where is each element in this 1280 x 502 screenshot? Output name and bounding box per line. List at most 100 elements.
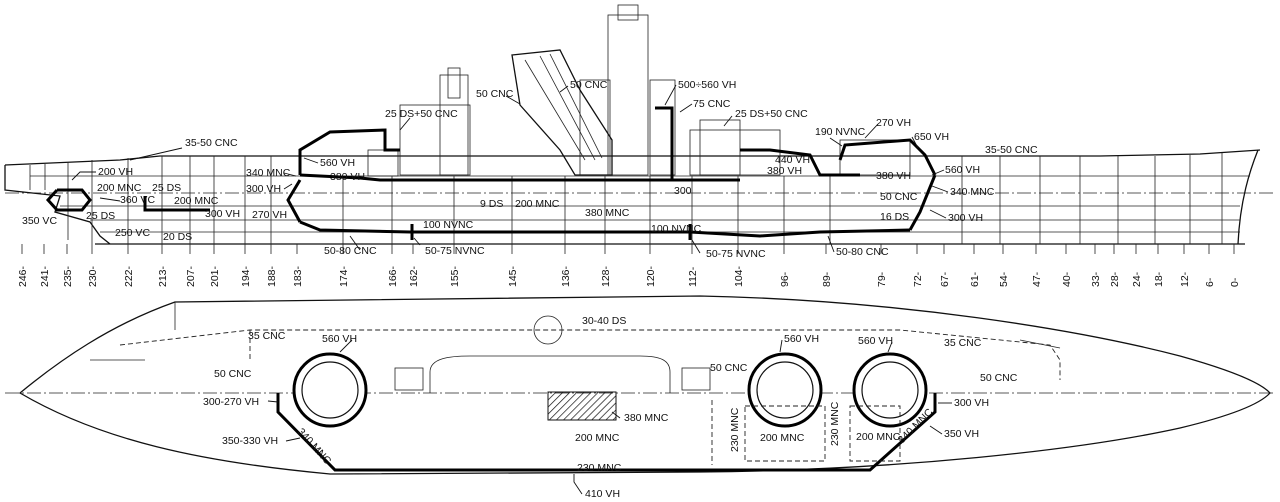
frame-number: 96-: [779, 271, 791, 287]
label-560-vh-2: 560 VH: [945, 164, 980, 176]
frame-number: 201-: [209, 265, 221, 287]
label-9-ds: 9 DS: [480, 198, 503, 210]
label-270-vh-2: 270 VH: [876, 117, 911, 129]
plan-compartment-a: [744, 405, 826, 462]
profile-view: 246-241-235-230-222-213-207-201-194-188-…: [4, 4, 1275, 287]
label-100-nvnc-2: 100 NVNC: [651, 223, 702, 235]
frame-number: 145-: [507, 265, 519, 287]
frame-number: 54-: [998, 271, 1010, 287]
frame-number: 120-: [645, 265, 657, 287]
frame-number: 207-: [185, 265, 197, 287]
label-340-mnc-p1: 340 MNC: [295, 426, 334, 467]
label-35-50-cnc-aft: 35-50 CNC: [185, 137, 238, 149]
label-300-vh: 300 VH: [205, 208, 240, 220]
frame-number: 222-: [123, 265, 135, 287]
plan-view: 30-40 DS 35 CNC 560 VH 560 VH 560 VH 35 …: [5, 295, 1275, 500]
label-300-vh-p: 300 VH: [954, 397, 989, 409]
label-35-cnc-2: 35 CNC: [944, 337, 982, 349]
profile-leaders: [71, 84, 949, 254]
funnel: [511, 49, 613, 176]
label-500-560-vh: 500÷560 VH: [678, 79, 736, 91]
frame-number: 18-: [1153, 271, 1165, 287]
label-25-ds-2: 25 DS: [86, 210, 115, 222]
label-50-80-cnc: 50-80 CNC: [324, 245, 377, 257]
label-200-mnc-3: 200 MNC: [515, 198, 560, 210]
frame-number: 166-: [387, 265, 399, 287]
label-20-ds: 20 DS: [163, 231, 192, 243]
frame-number: 183-: [292, 265, 304, 287]
plan-superstructure: [429, 355, 671, 393]
label-200-mnc-p2: 200 MNC: [760, 432, 805, 444]
plan-compartment-b: [849, 405, 901, 462]
label-25-ds-50-cnc: 25 DS+50 CNC: [385, 108, 458, 120]
frame-number: 241-: [39, 265, 51, 287]
frame-number: 72-: [912, 271, 924, 287]
label-340-mnc-2: 340 MNC: [950, 186, 995, 198]
label-50-cnc-p3: 50 CNC: [980, 372, 1018, 384]
label-35-cnc: 35 CNC: [248, 330, 286, 342]
frame-number-scale: 246-241-235-230-222-213-207-201-194-188-…: [17, 244, 1241, 287]
label-50-80-cnc-2: 50-80 CNC: [836, 246, 889, 258]
plan-leaders: [267, 339, 952, 495]
frame-number: 230-: [87, 265, 99, 287]
frame-number: 104-: [733, 265, 745, 287]
label-560-vh-p2: 560 VH: [784, 333, 819, 345]
label-650-vh: 650 VH: [914, 131, 949, 143]
label-200-mnc-p1: 200 MNC: [575, 432, 620, 444]
frame-number: 194-: [240, 265, 252, 287]
label-50-cnc-2: 50 CNC: [570, 79, 608, 91]
label-560-vh-p3: 560 VH: [858, 335, 893, 347]
label-25-ds-50-cnc-2: 25 DS+50 CNC: [735, 108, 808, 120]
label-230-mnc-p3: 230 MNC: [577, 462, 622, 474]
frame-number: 188-: [266, 265, 278, 287]
stern-outline: [4, 165, 111, 245]
frame-number: 162-: [408, 265, 420, 287]
label-380-vh-3: 380 VH: [876, 170, 911, 182]
label-560-vh-p1: 560 VH: [322, 333, 357, 345]
frame-number: 112-: [687, 266, 699, 287]
turret-fwd-2: [852, 352, 928, 428]
label-200-mnc-p3: 200 MNC: [856, 431, 901, 443]
label-200-mnc: 200 MNC: [97, 182, 142, 194]
turret-aft: [292, 352, 368, 428]
frame-number: 67-: [939, 271, 951, 287]
label-300: 300: [674, 185, 692, 197]
label-380-vh-2: 380 VH: [767, 165, 802, 177]
label-270-vh: 270 VH: [252, 209, 287, 221]
label-250-vc: 250 VC: [115, 227, 150, 239]
label-200-vh: 200 VH: [98, 166, 133, 178]
frame-number: 174-: [338, 265, 350, 287]
label-200-mnc-2: 200 MNC: [174, 195, 219, 207]
plan-feature-b: [681, 367, 711, 391]
frame-number: 128-: [600, 265, 612, 287]
label-440-vh: 440 VH: [775, 154, 810, 166]
label-50-75-nvnc: 50-75 NVNC: [425, 245, 485, 257]
frame-number: 61-: [969, 271, 981, 287]
frame-number: 246-: [17, 265, 29, 287]
label-350-vh-p: 350 VH: [944, 428, 979, 440]
label-350-330-vh: 350-330 VH: [222, 435, 278, 447]
plan-funnel-circle: [533, 315, 563, 345]
superstructure: [367, 4, 911, 177]
label-410-vh: 410 VH: [585, 488, 620, 500]
label-230-mnc-p2: 230 MNC: [829, 401, 841, 446]
label-300-vh-2: 300 VH: [246, 183, 281, 195]
label-380-vh: 380 VH: [330, 171, 365, 183]
label-25-ds: 25 DS: [152, 182, 181, 194]
plan-hull-outline: [18, 295, 1271, 475]
frame-number: 155-: [449, 265, 461, 287]
label-100-nvnc: 100 NVNC: [423, 219, 474, 231]
label-50-75-nvnc-2: 50-75 NVNC: [706, 248, 766, 260]
frame-number: 6-: [1204, 277, 1216, 287]
label-360-vc: 360 VC: [120, 194, 155, 206]
label-350-vc: 350 VC: [22, 215, 57, 227]
label-190-nvnc: 190 NVNC: [815, 126, 866, 138]
label-560-vh: 560 VH: [320, 157, 355, 169]
label-16-ds: 16 DS: [880, 211, 909, 223]
turret-fwd-1: [747, 352, 823, 428]
label-380-mnc: 380 MNC: [585, 207, 630, 219]
citadel-armor: [45, 106, 937, 240]
label-50-cnc-p1: 50 CNC: [214, 368, 252, 380]
label-30-40-ds: 30-40 DS: [582, 315, 626, 327]
profile-labels: 200 VH 35-50 CNC 200 MNC 25 DS 360 VC 20…: [22, 79, 1038, 260]
